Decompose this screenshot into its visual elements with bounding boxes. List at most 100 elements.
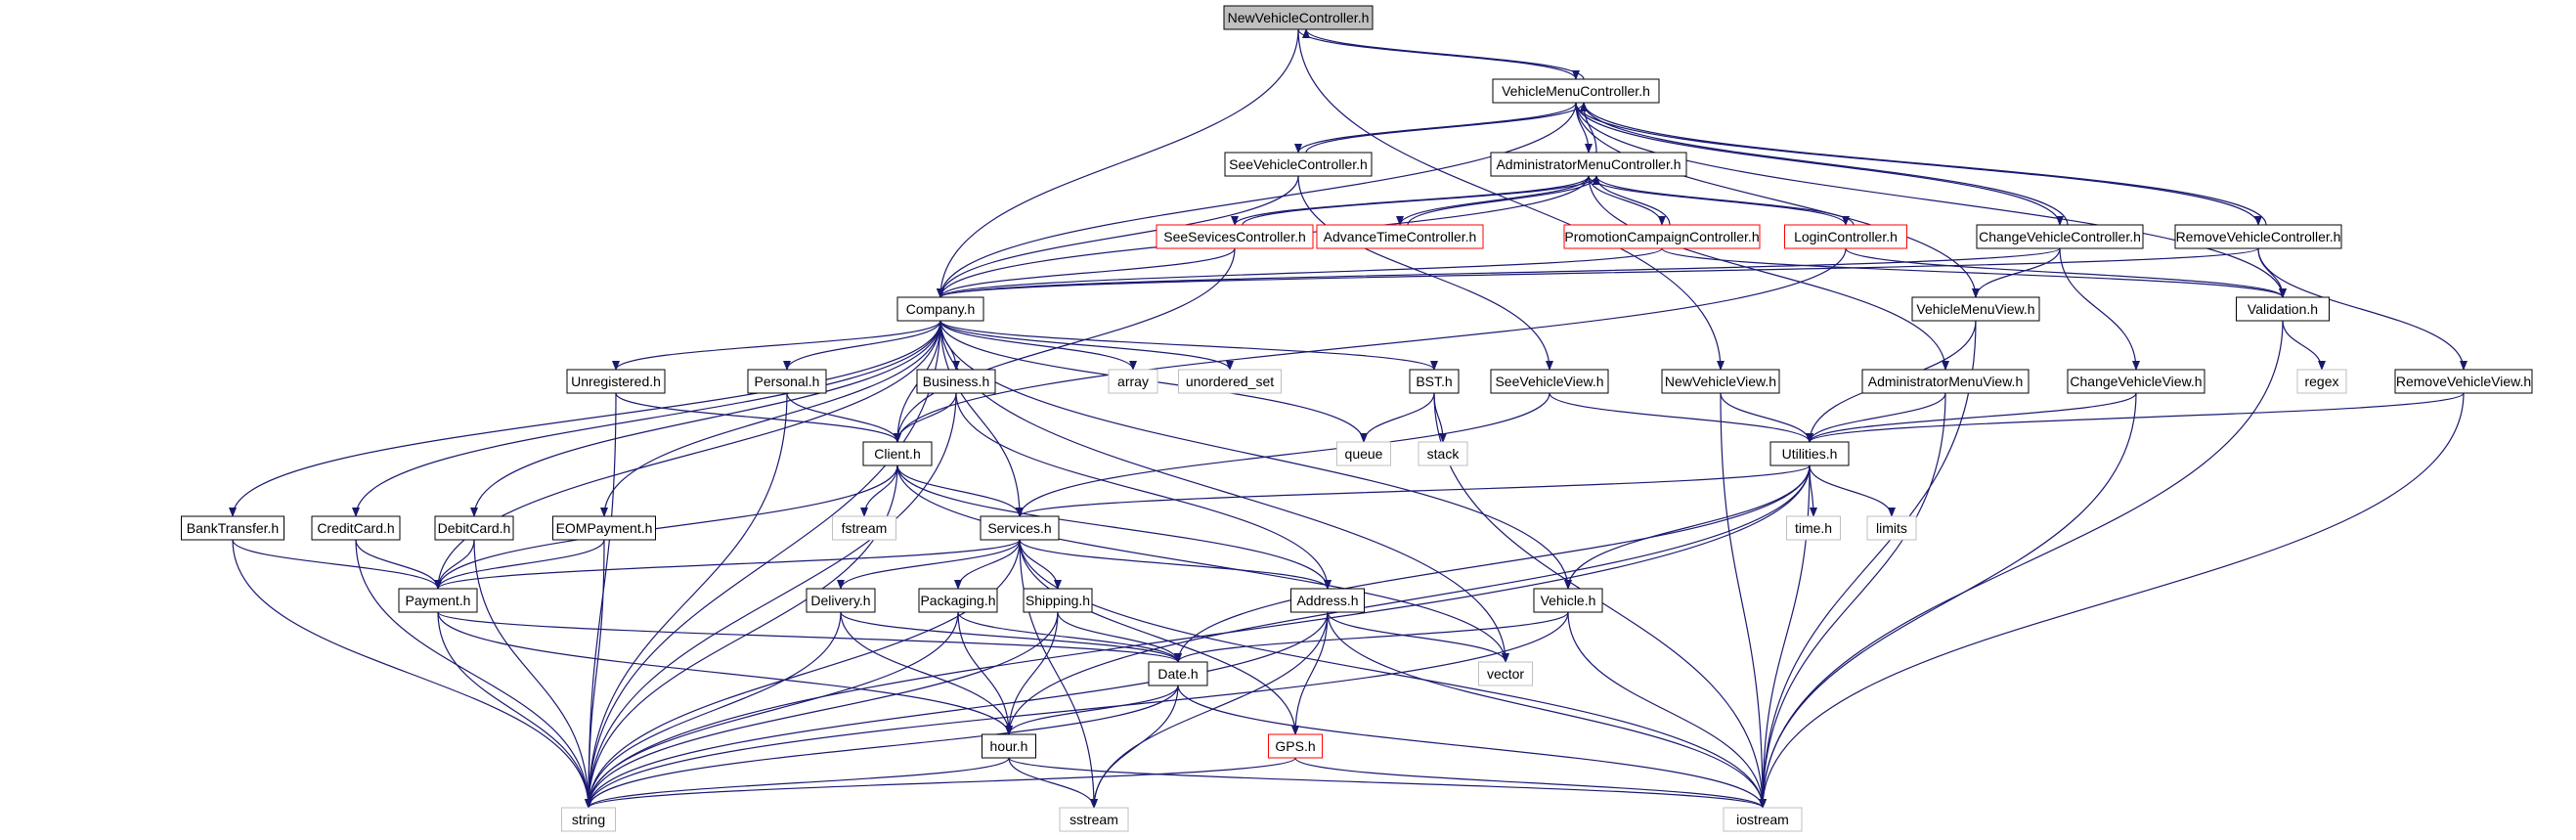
node-payment[interactable]: Payment.h — [398, 588, 478, 613]
edge-debit-card-to-string — [473, 539, 592, 809]
node-administrator-menu-controller[interactable]: AdministratorMenuController.h — [1490, 152, 1687, 177]
node-address[interactable]: Address.h — [1290, 588, 1365, 613]
node-gps[interactable]: GPS.h — [1268, 733, 1323, 759]
node-shipping[interactable]: Shipping.h — [1023, 588, 1093, 613]
node-vehicle-menu-controller[interactable]: VehicleMenuController.h — [1492, 78, 1660, 104]
node-change-vehicle-view[interactable]: ChangeVehicleView.h — [2067, 369, 2205, 394]
node-label: array — [1117, 374, 1149, 389]
node-see-vehicle-controller[interactable]: SeeVehicleController.h — [1224, 152, 1373, 177]
node-label: NewVehicleView.h — [1665, 374, 1776, 389]
node-vehicle[interactable]: Vehicle.h — [1533, 588, 1603, 613]
node-company[interactable]: Company.h — [896, 296, 984, 322]
node-new-vehicle-controller[interactable]: NewVehicleController.h — [1223, 5, 1374, 30]
node-box — [552, 515, 656, 541]
node-client[interactable]: Client.h — [862, 441, 933, 466]
node-hour[interactable]: hour.h — [982, 733, 1036, 759]
edge-services-to-address — [1019, 539, 1332, 590]
node-utilities[interactable]: Utilities.h — [1769, 441, 1850, 466]
edge-hour-to-string — [585, 757, 1010, 809]
node-box — [1533, 588, 1603, 613]
node-box — [1661, 369, 1780, 394]
edge-hour-to-sstream — [1008, 757, 1098, 809]
edge-shipping-to-date — [1057, 611, 1182, 663]
node-label: queue — [1345, 446, 1383, 462]
edge-credit-card-to-string — [355, 539, 592, 809]
edge-vehicle-menu-controller-to-see-vehicle-controller — [1294, 102, 1577, 154]
node-box — [1563, 224, 1761, 249]
node-label: SeeVehicleView.h — [1495, 374, 1603, 389]
node-remove-vehicle-controller[interactable]: RemoveVehicleController.h — [2174, 224, 2342, 249]
node-box — [181, 515, 284, 541]
node-debit-card[interactable]: DebitCard.h — [434, 515, 514, 541]
node-bank-transfer[interactable]: BankTransfer.h — [181, 515, 284, 541]
edges-layer — [229, 28, 2467, 809]
edge-login-controller-to-administrator-menu-controller — [1593, 175, 1855, 226]
node-vehicle-menu-view[interactable]: VehicleMenuView.h — [1911, 296, 2040, 322]
node-advance-time-controller[interactable]: AdvanceTimeController.h — [1316, 224, 1484, 249]
node-array: array — [1108, 369, 1158, 394]
node-new-vehicle-view[interactable]: NewVehicleView.h — [1661, 369, 1780, 394]
edge-delivery-to-string — [585, 611, 842, 809]
edge-delivery-to-date — [840, 611, 1182, 663]
node-box — [1108, 369, 1158, 394]
node-date[interactable]: Date.h — [1148, 661, 1208, 686]
edge-utilities-to-hour — [1005, 464, 1811, 735]
node-box — [2174, 224, 2342, 249]
edge-packaging-to-date — [957, 611, 1182, 663]
edge-payment-to-date — [437, 611, 1182, 663]
node-remove-vehicle-view[interactable]: RemoveVehicleView.h — [2394, 369, 2533, 394]
node-box — [1490, 152, 1687, 177]
node-credit-card[interactable]: CreditCard.h — [311, 515, 401, 541]
edge-validation-to-regex — [2282, 320, 2326, 371]
node-change-vehicle-controller[interactable]: ChangeVehicleController.h — [1976, 224, 2144, 249]
node-box — [1861, 369, 2030, 394]
edge-date-to-string — [585, 685, 1179, 809]
node-login-controller[interactable]: LoginController.h — [1784, 224, 1907, 249]
node-label: fstream — [842, 520, 888, 536]
edge-vehicle-menu-controller-to-vehicle-menu-view — [1575, 102, 1980, 298]
edge-credit-card-to-payment — [355, 539, 442, 590]
node-business[interactable]: Business.h — [916, 369, 996, 394]
node-box — [2067, 369, 2205, 394]
node-see-sevices-controller[interactable]: SeeSevicesController.h — [1156, 224, 1314, 249]
node-label: Delivery.h — [810, 593, 870, 608]
edge-see-sevices-controller-to-company — [937, 247, 1236, 298]
node-vector: vector — [1478, 661, 1533, 686]
edge-new-vehicle-controller-to-company — [937, 28, 1299, 298]
node-unregistered[interactable]: Unregistered.h — [566, 369, 666, 394]
node-validation[interactable]: Validation.h — [2236, 296, 2330, 322]
node-box — [982, 733, 1036, 759]
node-personal[interactable]: Personal.h — [747, 369, 827, 394]
node-label: string — [572, 812, 605, 827]
edge-new-vehicle-controller-to-vehicle-menu-controller — [1297, 28, 1580, 80]
edge-promotion-campaign-controller-to-company — [937, 247, 1663, 298]
node-sstream: sstream — [1059, 807, 1129, 832]
edge-new-vehicle-view-to-iostream — [1720, 392, 1767, 809]
edge-address-to-vector — [1327, 611, 1509, 663]
node-box — [1148, 661, 1208, 686]
node-label: LoginController.h — [1794, 229, 1898, 244]
node-box — [1223, 5, 1374, 30]
node-eompayment[interactable]: EOMPayment.h — [552, 515, 656, 541]
edge-company-to-services — [939, 320, 1024, 517]
edge-vehicle-menu-controller-to-validation — [1575, 102, 2287, 298]
node-box — [916, 369, 996, 394]
edge-delivery-to-hour — [840, 611, 1013, 735]
node-packaging[interactable]: Packaging.h — [918, 588, 998, 613]
node-see-vehicle-view[interactable]: SeeVehicleView.h — [1490, 369, 1609, 394]
edge-see-vehicle-controller-to-see-vehicle-view — [1297, 175, 1553, 371]
node-label: RemoveVehicleView.h — [2396, 374, 2531, 389]
node-services[interactable]: Services.h — [980, 515, 1060, 541]
edge-administrator-menu-controller-to-advance-time-controller — [1396, 175, 1590, 226]
node-box — [566, 369, 666, 394]
edge-vehicle-menu-controller-to-company — [937, 102, 1577, 298]
edge-remove-vehicle-controller-to-company — [937, 247, 2259, 298]
nodes-layer: NewVehicleController.hVehicleMenuControl… — [181, 5, 2533, 832]
edge-vehicle-menu-controller-to-remove-vehicle-controller — [1575, 102, 2262, 226]
edge-company-to-string — [585, 320, 941, 809]
node-administrator-menu-view[interactable]: AdministratorMenuView.h — [1861, 369, 2030, 394]
node-promotion-campaign-controller[interactable]: PromotionCampaignController.h — [1563, 224, 1761, 249]
node-delivery[interactable]: Delivery.h — [806, 588, 876, 613]
edge-shipping-to-string — [585, 611, 1059, 809]
node-bst[interactable]: BST.h — [1409, 369, 1460, 394]
